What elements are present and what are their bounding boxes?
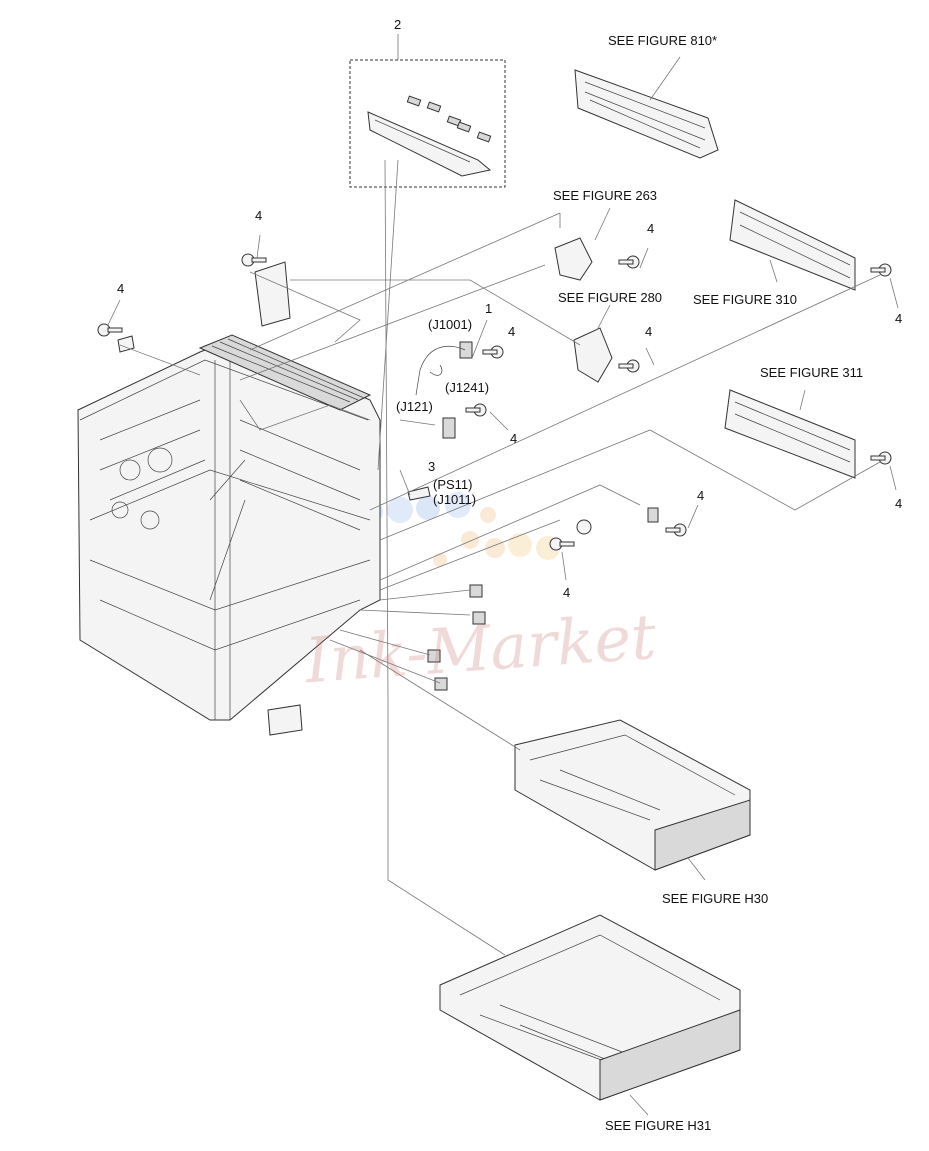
- assembly-figure-311: [724, 389, 856, 479]
- plate-left: [117, 335, 135, 353]
- leader-lines: [107, 56, 899, 1116]
- item-1-harness: [415, 345, 466, 396]
- assembly-figure-280: [573, 327, 613, 383]
- small-mounts: [427, 341, 659, 691]
- assembly-figure-263: [554, 237, 593, 281]
- callout-4-c: 4: [508, 324, 516, 339]
- ref-figure-280: SEE FIGURE 280: [558, 290, 663, 305]
- connector-j1241: (J1241): [445, 380, 490, 395]
- callout-3: 3: [428, 459, 436, 474]
- ref-figure-h31: SEE FIGURE H31: [605, 1118, 712, 1133]
- callout-4-h: 4: [895, 496, 903, 511]
- callout-4-f: 4: [510, 431, 518, 446]
- tray-figure-H31: [439, 914, 741, 1101]
- item-3-sensor: [407, 486, 431, 501]
- assembly-figure-310: [729, 199, 856, 291]
- connector-ps11: (PS11): [433, 477, 473, 492]
- ref-figure-310: SEE FIGURE 310: [693, 292, 798, 307]
- assembly-figure-810: [574, 69, 719, 159]
- ref-figure-810: SEE FIGURE 810*: [608, 33, 718, 48]
- connector-j1011: (J1011): [433, 492, 477, 507]
- ref-figure-311: SEE FIGURE 311: [760, 365, 864, 380]
- screws: [97, 253, 892, 551]
- callout-2: 2: [394, 17, 402, 32]
- callout-4-a: 4: [255, 208, 263, 223]
- item-2-dashed-frame: [349, 59, 506, 188]
- callout-4-j: 4: [563, 585, 571, 600]
- callout-4-d: 4: [647, 221, 655, 236]
- callout-4-g: 4: [895, 311, 903, 326]
- callout-4-e: 4: [645, 324, 653, 339]
- callout-1: 1: [485, 301, 493, 316]
- callout-4-i: 4: [697, 488, 705, 503]
- ref-figure-h30: SEE FIGURE H30: [662, 891, 769, 906]
- upper-left-bracket: [254, 261, 291, 327]
- tray-figure-H30: [514, 719, 751, 871]
- connector-j121: (J121): [396, 399, 433, 414]
- connector-j1001: (J1001): [428, 317, 473, 332]
- callout-4-b: 4: [117, 281, 125, 296]
- ref-figure-263: SEE FIGURE 263: [553, 188, 658, 203]
- item-2-bracket: [367, 95, 492, 177]
